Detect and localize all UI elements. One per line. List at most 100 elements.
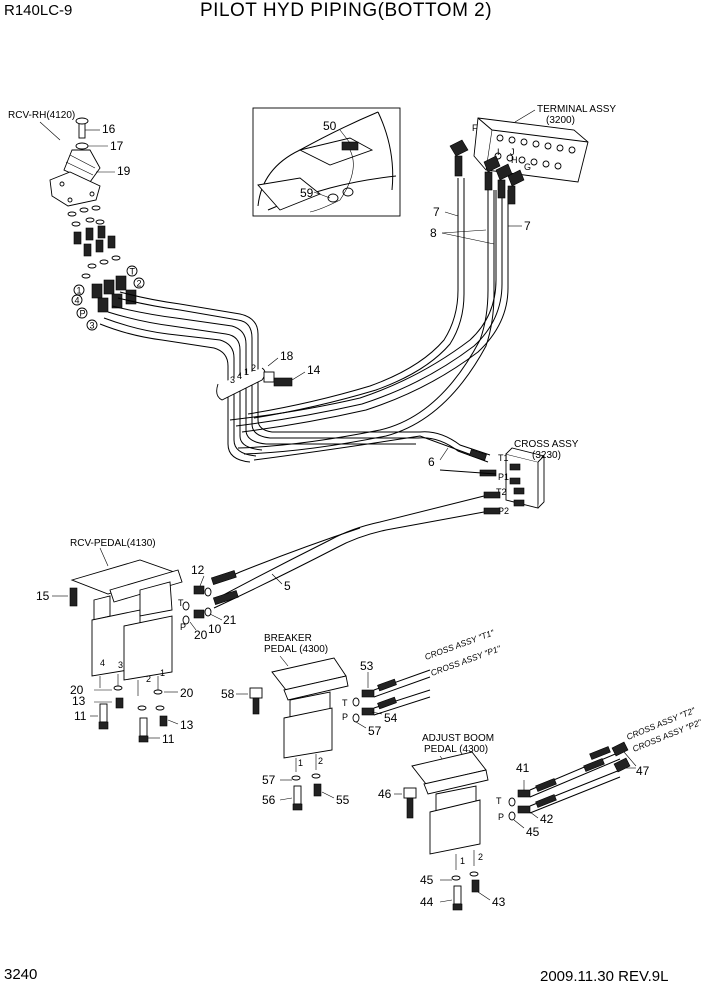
terminal-port-I: I — [497, 147, 500, 157]
callout-45-bottom: 45 — [420, 873, 434, 887]
callout-54: 54 — [384, 711, 398, 725]
callout-6: 6 — [428, 455, 435, 469]
pedal-port-2: 2 — [146, 674, 151, 684]
adjust-bottom-fittings — [451, 871, 480, 911]
callout-44: 44 — [420, 895, 434, 909]
cross-port-T2: T2 — [496, 487, 507, 497]
callout-18: 18 — [280, 349, 294, 363]
adjust-port-T: T — [496, 796, 502, 806]
cross-assy — [505, 447, 545, 509]
adjust-boom-pedal-unit — [411, 751, 489, 870]
callout-20-right: 20 — [180, 686, 194, 700]
terminal-port-H: H — [511, 155, 518, 165]
terminal-port-J: J — [510, 147, 515, 157]
breaker-pedal-label: PEDAL (4300) — [264, 644, 328, 655]
breaker-port-T: T — [342, 698, 348, 708]
adjust-boom-hoses — [508, 741, 631, 821]
page-title: PILOT HYD PIPING(BOTTOM 2) — [200, 0, 493, 21]
adjust-port-1: 1 — [460, 856, 465, 866]
callout-15: 15 — [36, 589, 50, 603]
hose-5 — [210, 491, 501, 609]
pedal-bottom-fittings — [98, 685, 168, 743]
pedal-bolt-15 — [69, 587, 78, 607]
rcv-pedal-label: RCV-PEDAL(4130) — [70, 538, 156, 549]
terminal-fittings — [449, 139, 525, 205]
cross-assy-code: (3230) — [532, 450, 561, 461]
cross-assy-label: CROSS ASSY — [514, 439, 579, 450]
cross-port-P1: P1 — [498, 472, 509, 482]
callout-59: 59 — [300, 186, 314, 200]
terminal-assy-label: TERMINAL ASSY — [537, 104, 616, 115]
port-2-label: 2 — [137, 279, 142, 289]
pedal-port-4: 4 — [100, 658, 105, 668]
terminal-assy-code: (3200) — [546, 115, 575, 126]
breaker-port-2: 2 — [318, 756, 323, 766]
callout-43: 43 — [492, 895, 506, 909]
model-code: R140LC-9 — [4, 2, 73, 19]
cross-port-P2: P2 — [498, 506, 509, 516]
adjust-port-P: P — [498, 812, 504, 822]
callout-11-right: 11 — [162, 732, 175, 746]
pedal-port-T: T — [178, 598, 184, 608]
page-number: 3240 — [4, 966, 38, 983]
callout-50: 50 — [323, 119, 337, 133]
callout-7-right: 7 — [524, 219, 531, 233]
callout-21: 21 — [223, 613, 237, 627]
callout-17: 17 — [110, 139, 124, 153]
pilot-pipe-bundle — [99, 178, 509, 463]
hose-6 — [253, 435, 497, 477]
terminal-port-F: F — [472, 123, 478, 133]
cab-inset — [252, 107, 401, 217]
callout-14: 14 — [307, 363, 321, 377]
breaker-bottom-fittings — [291, 773, 322, 811]
joystick-port-fittings — [91, 275, 137, 313]
pedal-port-1: 1 — [160, 668, 165, 678]
callout-57-top: 57 — [368, 724, 382, 738]
revision-date: 2009.11.30 REV.9L — [540, 968, 669, 985]
callout-8: 8 — [430, 226, 437, 240]
cross-port-T1: T1 — [498, 453, 509, 463]
port-1-label: 1 — [77, 286, 82, 296]
pedal-fittings-12-10 — [182, 585, 212, 625]
pipe-clamp: 3 4 1 2 — [216, 363, 293, 401]
callout-46: 46 — [378, 787, 392, 801]
callout-56: 56 — [262, 793, 276, 807]
callout-53: 53 — [360, 659, 374, 673]
callout-20-top: 20 — [194, 628, 208, 642]
callout-5: 5 — [284, 579, 291, 593]
terminal-assy — [473, 117, 589, 183]
clamp-port-3: 3 — [230, 375, 235, 385]
rcv-rh-joystick — [49, 117, 101, 207]
callout-11-left: 11 — [74, 709, 87, 723]
callout-13-left: 13 — [72, 694, 86, 708]
callout-58: 58 — [221, 687, 235, 701]
callout-55: 55 — [336, 793, 350, 807]
rcv-rh-label: RCV-RH(4120) — [8, 110, 75, 121]
callout-7-left: 7 — [433, 205, 440, 219]
pedal-port-3: 3 — [118, 660, 123, 670]
callout-47: 47 — [636, 764, 650, 778]
callout-19: 19 — [117, 164, 131, 178]
port-T-label: T — [130, 267, 136, 277]
clamp-port-1: 1 — [244, 367, 249, 377]
callout-45-top: 45 — [526, 825, 540, 839]
rcv-pedal-unit — [70, 559, 183, 696]
callout-16: 16 — [102, 122, 116, 136]
joystick-port-markers: T 2 1 4 P 3 — [71, 265, 145, 331]
port-4-label: 4 — [75, 296, 80, 306]
clamp-port-4: 4 — [237, 371, 242, 381]
callout-42: 42 — [540, 812, 554, 826]
breaker-port-1: 1 — [298, 758, 303, 768]
adjust-boom-pedal-label: PEDAL (4300) — [424, 744, 488, 755]
breaker-hoses — [352, 669, 431, 723]
breaker-port-P: P — [342, 712, 348, 722]
port-P-label: P — [80, 309, 86, 319]
callout-20-left: 20 — [70, 683, 84, 697]
terminal-port-G: G — [524, 162, 531, 172]
callout-13-right: 13 — [180, 718, 194, 732]
port-3-label: 3 — [90, 321, 95, 331]
breaker-label: BREAKER — [264, 633, 312, 644]
adjust-boom-label: ADJUST BOOM — [422, 733, 494, 744]
callout-12: 12 — [191, 563, 205, 577]
